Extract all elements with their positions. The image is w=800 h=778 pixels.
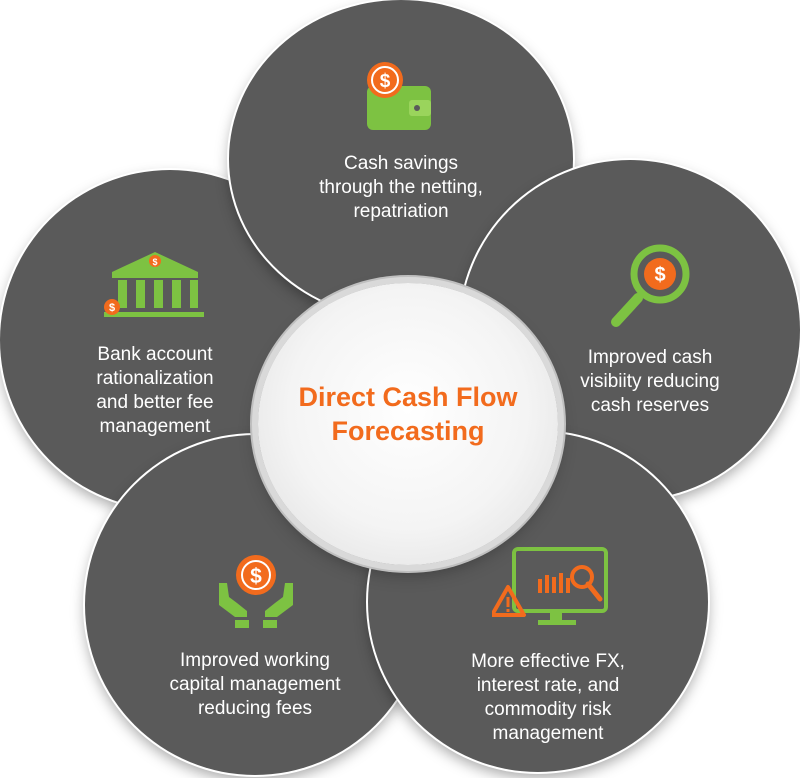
svg-text:$: $: [109, 302, 115, 314]
svg-text:$: $: [654, 264, 665, 286]
svg-text:$: $: [250, 565, 262, 588]
petal-top-text: Cash savings through the netting, repatr…: [319, 153, 483, 222]
wallet-dollar-icon: $: [367, 62, 431, 130]
center-title: Direct Cash Flow Forecasting: [298, 382, 518, 446]
monitor-chart-warning-icon: [492, 547, 608, 625]
svg-text:$: $: [380, 71, 391, 92]
petal-right-text: Improved cash visibiity reducing cash re…: [580, 347, 720, 416]
svg-text:$: $: [152, 257, 157, 267]
petal-bottom-left-text: Improved working capital management redu…: [169, 650, 341, 719]
bank-icon: $ $: [104, 252, 204, 317]
hands-coin-icon: $: [219, 555, 293, 628]
petal-left-text: Bank account rationalization and better …: [96, 344, 214, 437]
center-hub: Direct Cash Flow Forecasting: [258, 283, 558, 565]
petal-bottom-right-text: More effective FX, interest rate, and co…: [471, 651, 625, 744]
magnifier-dollar-icon: $: [611, 244, 690, 327]
